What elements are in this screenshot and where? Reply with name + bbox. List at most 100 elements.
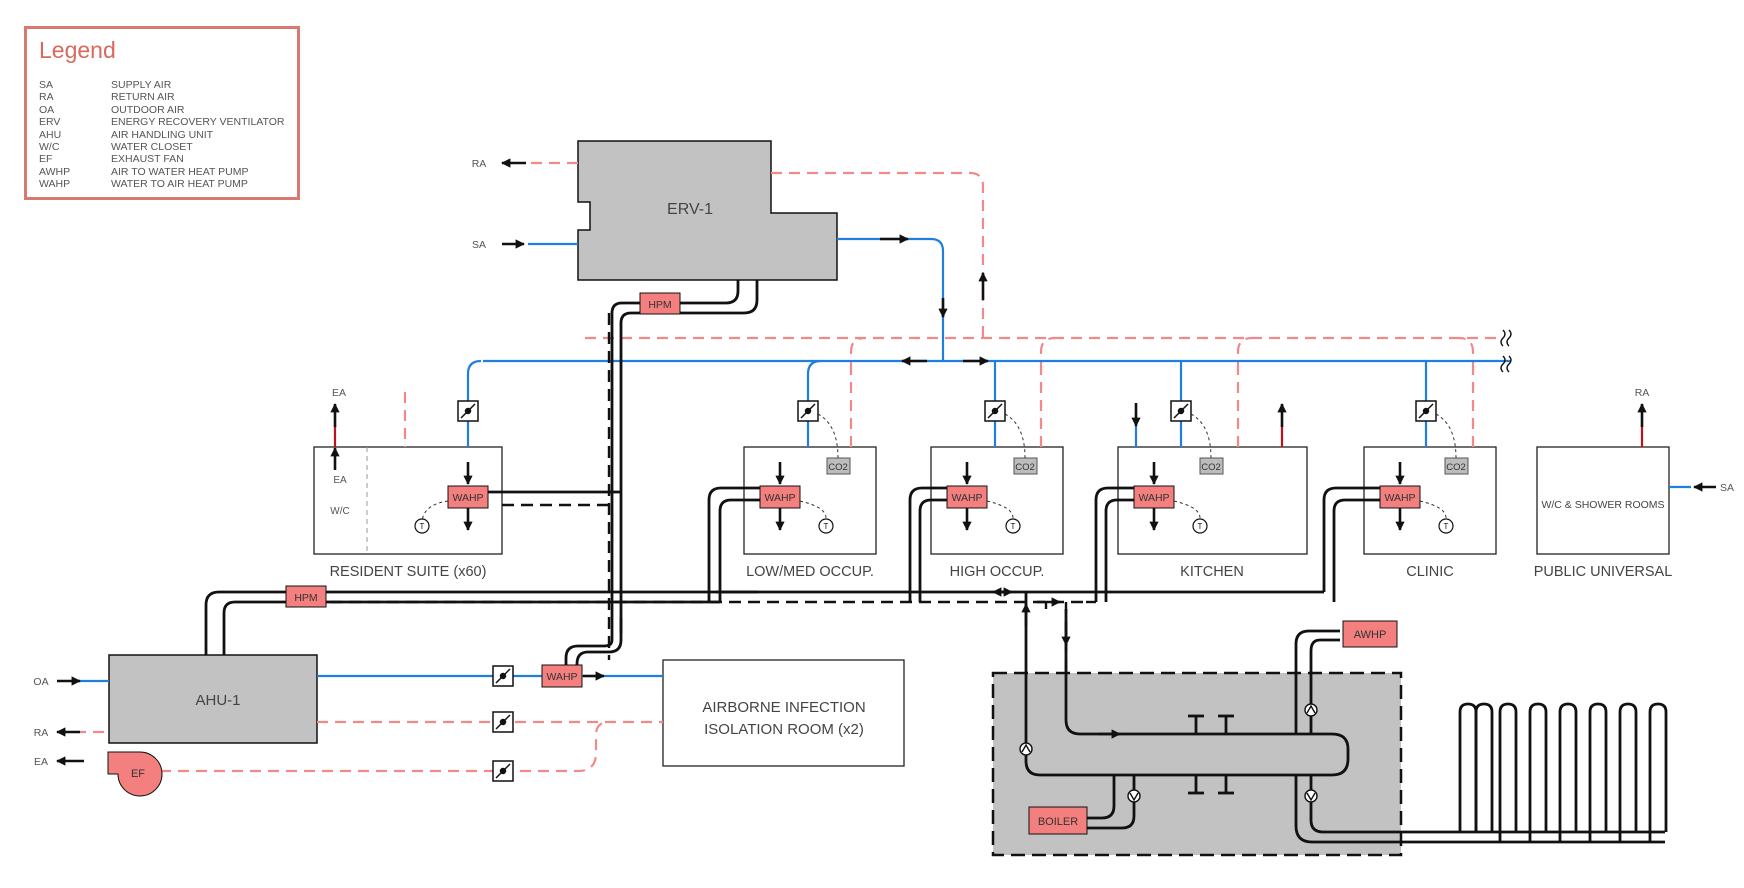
wahp-kitchen: WAHP xyxy=(1133,485,1175,509)
legend-abbr: AWHP xyxy=(39,165,71,178)
awhp-unit: AWHP xyxy=(1342,620,1398,648)
break-marks xyxy=(1500,329,1512,373)
legend-row: ERV ENERGY RECOVERY VENTILATOR xyxy=(39,116,285,128)
thermostat-label: T xyxy=(1011,522,1016,531)
legend-text: ENERGY RECOVERY VENTILATOR xyxy=(111,116,285,129)
legend-row: W/C WATER CLOSET xyxy=(39,141,285,153)
hydronic-piping xyxy=(204,280,1668,844)
hpm-ahu: HPM xyxy=(285,585,327,608)
supply-air-ducts xyxy=(75,237,1691,683)
legend-row: OA OUTDOOR AIR xyxy=(39,104,285,116)
pump-icon xyxy=(1304,703,1318,717)
wahp-high: WAHP xyxy=(946,485,988,509)
wahp-high-label: WAHP xyxy=(951,492,982,504)
ahu-label: AHU-1 xyxy=(195,692,240,709)
legend-abbr: AHU xyxy=(39,128,62,141)
pump-icon xyxy=(1019,742,1033,756)
isolation-label-1: AIRBORNE INFECTION xyxy=(702,699,865,716)
wahp-clinic-label: WAHP xyxy=(1384,492,1415,504)
isolation-label-2: ISOLATION ROOM (x2) xyxy=(704,721,864,738)
legend-abbr: RA xyxy=(39,91,54,104)
legend-text: WATER TO AIR HEAT PUMP xyxy=(111,178,248,191)
damper-icon xyxy=(492,665,514,687)
pump-icon xyxy=(1127,789,1141,803)
pumps xyxy=(1019,703,1318,803)
ra-label-ahu: RA xyxy=(34,727,49,739)
wahp-lowmed: WAHP xyxy=(759,485,801,509)
room-resident-suite xyxy=(313,446,503,555)
legend-abbr: W/C xyxy=(39,141,60,154)
ef-label: EF xyxy=(131,768,145,780)
co2-sensor-label: CO2 xyxy=(1201,462,1221,473)
thermostat-label: T xyxy=(1444,522,1449,531)
oa-label-ahu: OA xyxy=(33,676,48,688)
sa-label-erv: SA xyxy=(472,239,486,251)
ra-label-public: RA xyxy=(1635,387,1650,399)
legend-row: WAHP WATER TO AIR HEAT PUMP xyxy=(39,178,285,190)
wahp-isolation: WAHP xyxy=(541,664,583,688)
room-clinic-label: CLINIC xyxy=(1406,564,1454,580)
hpm-erv: HPM xyxy=(639,292,681,315)
legend-text: RETURN AIR xyxy=(111,91,175,104)
dampers xyxy=(457,400,1437,782)
ea-label-ahu: EA xyxy=(34,756,48,768)
ra-label-erv: RA xyxy=(472,158,487,170)
awhp-label: AWHP xyxy=(1354,629,1387,641)
wc-room-label: W/C xyxy=(330,506,349,517)
legend-text: AIR HANDLING UNIT xyxy=(111,128,214,141)
wc-shower-label: W/C & SHOWER ROOMS xyxy=(1541,499,1664,511)
erv-unit xyxy=(577,140,838,281)
room-isolation xyxy=(662,659,905,767)
damper-icon xyxy=(492,711,514,733)
pump-icon xyxy=(1304,789,1318,803)
hpm-ahu-label: HPM xyxy=(294,592,317,604)
legend-text: EXHAUST FAN xyxy=(111,153,184,166)
return-piping xyxy=(311,313,1096,673)
hpm-erv-label: HPM xyxy=(648,299,671,311)
damper-icon xyxy=(797,400,819,422)
legend-row: RA RETURN AIR xyxy=(39,91,285,103)
thermostat-label: T xyxy=(824,522,829,531)
room-high-label: HIGH OCCUP. xyxy=(950,564,1045,580)
return-air-ducts xyxy=(75,161,1500,773)
wahp-clinic: WAHP xyxy=(1379,485,1421,509)
boiler-label: BOILER xyxy=(1038,816,1078,828)
sensors: CO2 CO2 CO2 CO2 T T T T xyxy=(414,413,1469,534)
co2-sensor-label: CO2 xyxy=(1015,462,1035,473)
legend-text: WATER CLOSET xyxy=(111,141,193,154)
exhaust-lines xyxy=(333,425,1644,447)
legend-abbr: EF xyxy=(39,153,53,166)
erv-label: ERV-1 xyxy=(667,201,713,218)
room-kitchen-label: KITCHEN xyxy=(1180,564,1244,580)
co2-sensor-label: CO2 xyxy=(828,462,848,473)
ahu-unit xyxy=(108,654,318,744)
room-public-label: PUBLIC UNIVERSAL xyxy=(1534,564,1673,580)
room-resident-label: RESIDENT SUITE (x60) xyxy=(330,564,487,580)
wahp-resident-label: WAHP xyxy=(452,492,483,504)
damper-icon xyxy=(1415,400,1437,422)
damper-icon xyxy=(1170,400,1192,422)
damper-icon xyxy=(984,400,1006,422)
room-lowmed-label: LOW/MED OCCUP. xyxy=(746,564,874,580)
ea-label-resident: EA xyxy=(332,387,346,399)
wahp-kitchen-label: WAHP xyxy=(1138,492,1169,504)
flow-arrows xyxy=(56,158,1716,766)
thermostat-label: T xyxy=(1198,522,1203,531)
legend-title: Legend xyxy=(39,37,116,63)
legend-row: EF EXHAUST FAN xyxy=(39,153,285,165)
legend-text: OUTDOOR AIR xyxy=(111,103,185,116)
wahp-isolation-label: WAHP xyxy=(546,671,577,683)
thermostat-label: T xyxy=(420,522,425,531)
exhaust-fan: EF xyxy=(107,751,163,797)
legend-abbr: ERV xyxy=(39,116,61,129)
boiler-unit: BOILER xyxy=(1028,806,1088,835)
wahp-resident: WAHP xyxy=(447,485,489,509)
co2-sensor-label: CO2 xyxy=(1446,462,1466,473)
legend-abbr: OA xyxy=(39,103,55,116)
legend-abbr: WAHP xyxy=(39,178,71,191)
